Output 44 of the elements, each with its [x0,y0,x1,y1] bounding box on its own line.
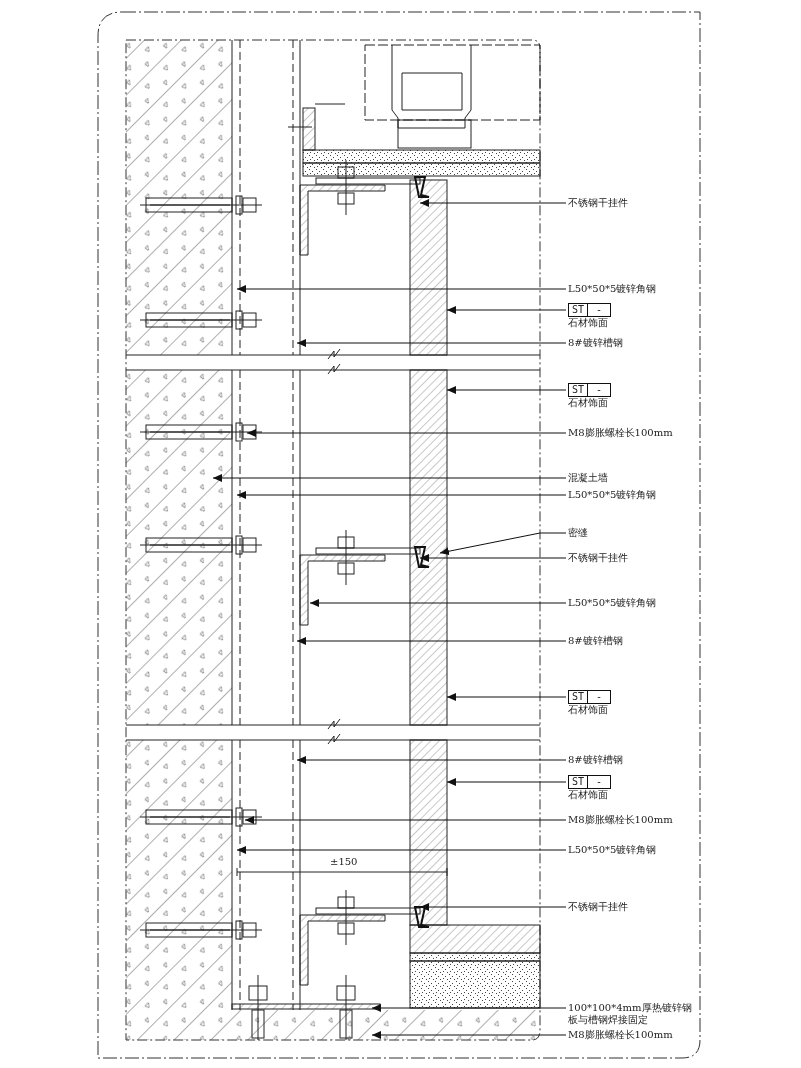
leader-line [296,637,567,645]
callout-text: 8#镀锌槽钢 [568,635,623,647]
tag-value: - [587,691,611,703]
leader-line [371,1031,567,1039]
leader-line [246,429,567,437]
leader-line [446,306,567,314]
leader-line [236,846,567,854]
callout-text: M8膨胀螺栓长100mm [568,427,673,439]
leader-line [309,599,567,607]
callout-text: 混凝土墙 [568,472,608,484]
callout-text: 密缝 [568,527,588,539]
leader-line [419,903,567,911]
leader-line [296,339,567,347]
leader-line [236,491,567,499]
leader-line [446,778,567,786]
callout-text: 8#镀锌槽钢 [568,754,623,766]
callout-text: 不锈钢干挂件 [568,552,628,564]
callout-text: L50*50*5镀锌角钢 [568,597,657,609]
leader-line [371,1004,567,1012]
leader-line [446,386,567,394]
callout-text: 不锈钢干挂件 [568,197,628,209]
leader-line [244,816,567,824]
leader-line [236,285,567,293]
callout-text: L50*50*5镀锌角钢 [568,489,657,501]
leader-line [212,474,567,482]
tag-code: ST [571,691,586,703]
tag-code: ST [571,776,586,788]
callout-text: M8膨胀螺栓长100mm [568,1029,673,1041]
tag-code: ST [571,304,586,316]
callout-text: 不锈钢干挂件 [568,901,628,913]
leader-line [296,756,567,764]
tag-value: - [587,304,611,316]
callout-text: L50*50*5镀锌角钢 [568,844,657,856]
leader-line [439,532,567,556]
dimension-label: ±150 [330,856,358,868]
leader-line [419,199,567,207]
tag-value: - [587,384,611,396]
callout-text: L50*50*5镀锌角钢 [568,283,657,295]
callout-text: M8膨胀螺栓长100mm [568,814,673,826]
leader-line [446,693,567,701]
tag-code: ST [571,384,586,396]
tag-value: - [587,776,611,788]
callout-text: 8#镀锌槽钢 [568,337,623,349]
leader-line [419,554,567,562]
